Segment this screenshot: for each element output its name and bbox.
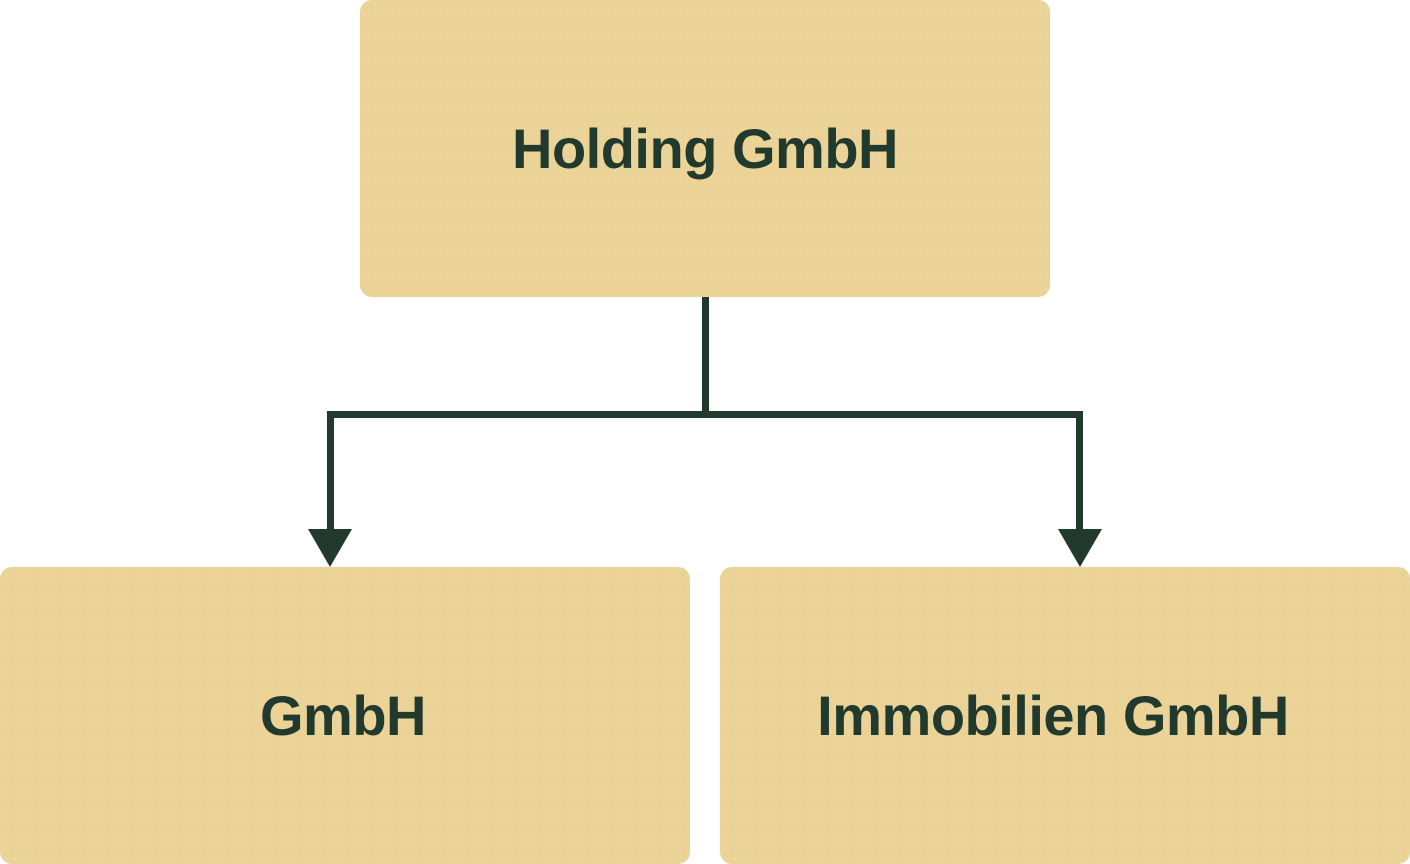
real-estate-gmbh-label: Immobilien GmbH [817,684,1289,747]
subsidiary-gmbh-box: GmbH [0,567,690,864]
arrowhead-left-icon [308,529,352,567]
subsidiary-gmbh-label: GmbH [260,684,427,747]
holding-company-label: Holding GmbH [512,117,898,180]
real-estate-gmbh-box: Immobilien GmbH [720,567,1410,864]
holding-company-box: Holding GmbH [360,0,1050,297]
arrowhead-right-icon [1058,529,1102,567]
